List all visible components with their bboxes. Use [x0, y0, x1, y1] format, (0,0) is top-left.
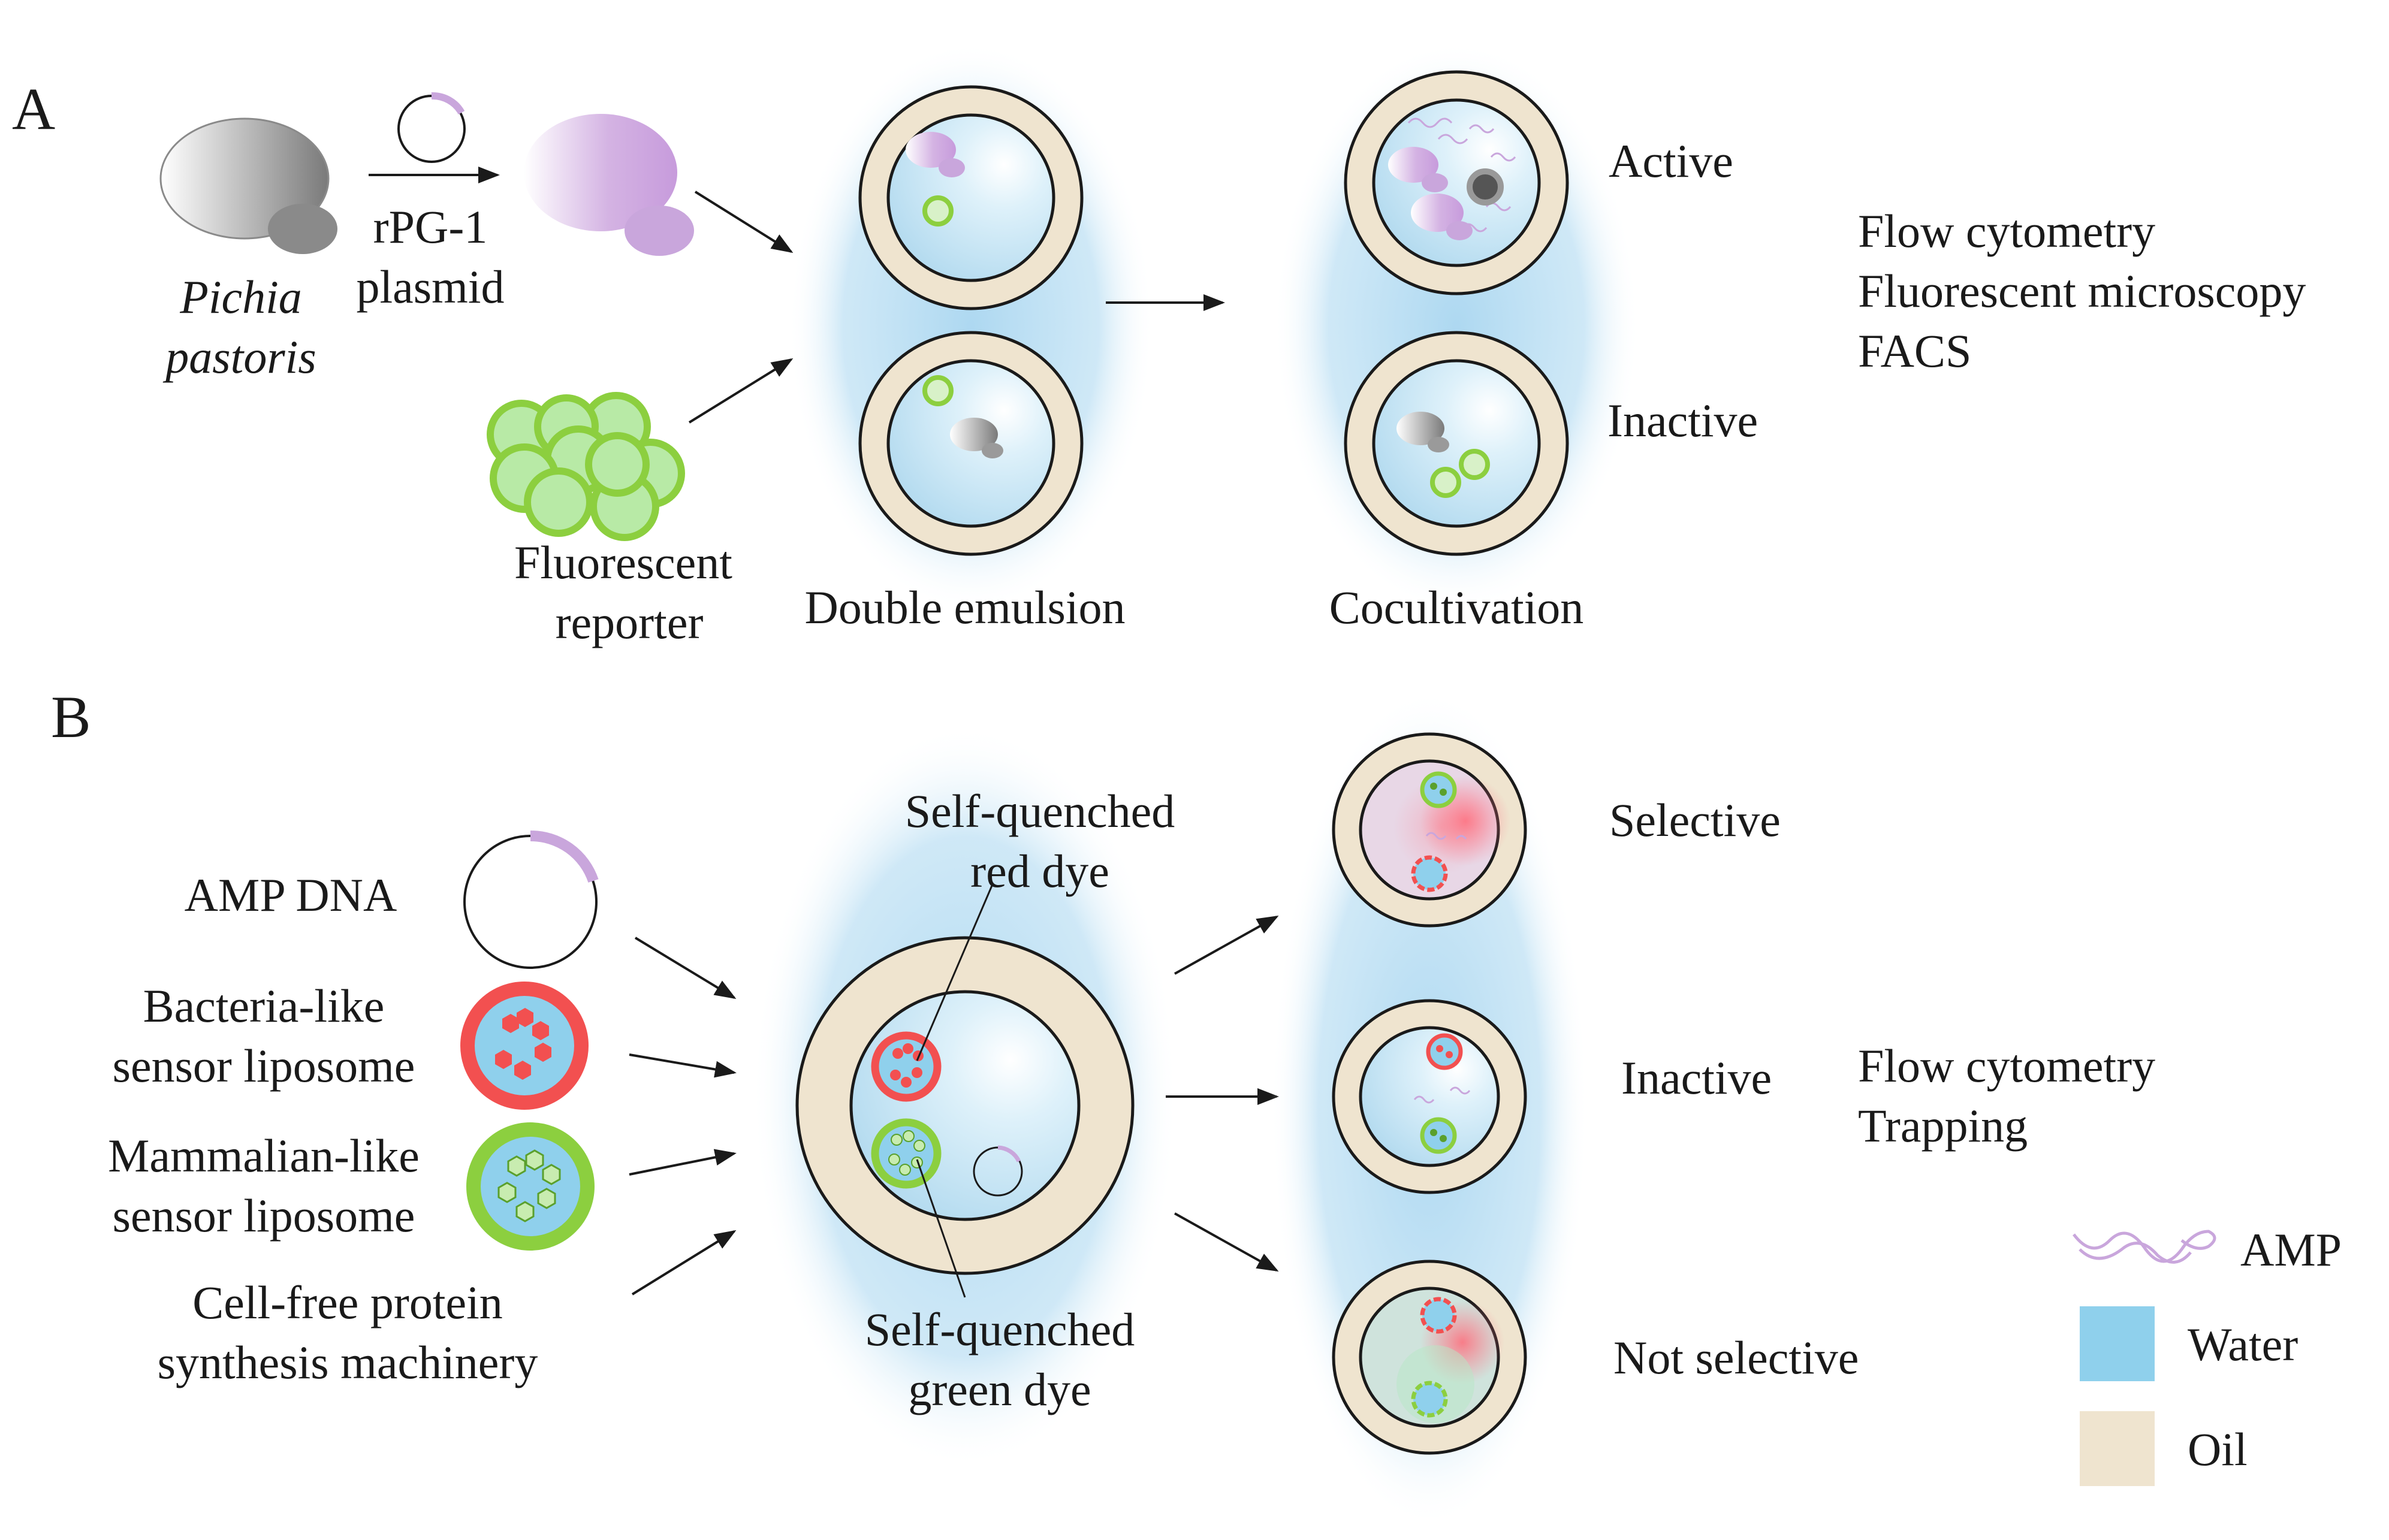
- selective-label: Selective: [1609, 794, 1781, 846]
- cell-free-label-line1: Cell-free protein: [192, 1276, 503, 1328]
- transformed-yeast-icon: [524, 114, 694, 256]
- mammalian-label-line1: Mammalian-like: [108, 1130, 420, 1182]
- red-dye-label-line1: Self-quenched: [905, 785, 1175, 837]
- legend-water-label: Water: [2188, 1318, 2298, 1370]
- arrow-reporter-to-emulsion: [688, 358, 794, 424]
- cocultivation-label: Cocultivation: [1329, 581, 1584, 633]
- central-double-emulsion-droplet: [795, 936, 1135, 1275]
- legend: AMP Water Oil: [2073, 1224, 2342, 1486]
- arrow-to-not-selective: [1174, 1212, 1279, 1272]
- method-b-2: Trapping: [1858, 1100, 2028, 1152]
- bacteria-liposome-icon: [460, 982, 589, 1110]
- arrow-bacteria-in: [629, 1053, 737, 1078]
- plasmid-label-line1: rPG-1: [373, 201, 488, 253]
- bacteria-label-line2: sensor liposome: [113, 1040, 415, 1092]
- red-dye-pointer: [916, 885, 993, 1061]
- active-label: Active: [1609, 135, 1733, 187]
- green-dye-label-line2: green dye: [908, 1363, 1091, 1415]
- not-selective-droplet: [1332, 1260, 1527, 1455]
- method-a-1: Flow cytometry: [1858, 205, 2155, 257]
- pichia-yeast-icon: [159, 117, 337, 254]
- inactive-label-b: Inactive: [1621, 1052, 1772, 1104]
- mammalian-label-line2: sensor liposome: [113, 1189, 415, 1242]
- inactive-label-a: Inactive: [1607, 394, 1758, 446]
- arrow-amp-dna-in: [634, 937, 737, 1000]
- inactive-droplet-b: [1332, 999, 1527, 1194]
- legend-oil-label: Oil: [2188, 1423, 2248, 1475]
- plasmid-icon: [397, 92, 466, 163]
- red-dye-label-line2: red dye: [970, 845, 1109, 897]
- legend-amp-label: AMP: [2240, 1224, 2342, 1276]
- arrow-cell-free-in: [631, 1230, 737, 1296]
- cell-free-label-line2: synthesis machinery: [158, 1336, 538, 1388]
- selective-droplet: [1332, 732, 1527, 928]
- method-b-1: Flow cytometry: [1858, 1040, 2155, 1092]
- amp-legend-icon: [2073, 1230, 2216, 1264]
- panel-a-letter: A: [12, 76, 55, 142]
- method-a-3: FACS: [1858, 325, 1971, 377]
- organism-label-line1: Pichia: [179, 271, 302, 323]
- arrow-to-selective: [1174, 916, 1279, 975]
- amp-dna-label: AMP DNA: [185, 869, 397, 921]
- arrow-mammalian-in: [629, 1149, 737, 1176]
- plasmid-label-line2: plasmid: [357, 261, 505, 313]
- method-a-2: Fluorescent microscopy: [1858, 265, 2306, 317]
- double-emulsion-droplet-bottom: [858, 331, 1084, 556]
- bacteria-label-line1: Bacteria-like: [143, 980, 385, 1032]
- reporter-label-line2: reporter: [556, 596, 704, 648]
- cocultivation-active-droplet: [1344, 70, 1569, 295]
- panel-b-letter: B: [51, 684, 91, 750]
- oil-legend-swatch: [2080, 1411, 2155, 1486]
- organism-label-line2: pastoris: [162, 331, 316, 383]
- fluorescent-reporter-icon: [487, 392, 685, 541]
- reporter-label-line1: Fluorescent: [514, 536, 732, 588]
- mammalian-liposome-icon: [466, 1122, 595, 1251]
- green-dye-pointer: [916, 1159, 966, 1298]
- arrow-yeast-to-emulsion: [694, 191, 794, 253]
- double-emulsion-label: Double emulsion: [804, 581, 1125, 633]
- amp-dna-plasmid-icon: [463, 830, 599, 969]
- green-dye-label-line1: Self-quenched: [865, 1303, 1135, 1355]
- water-legend-swatch: [2080, 1306, 2155, 1381]
- not-selective-label: Not selective: [1613, 1331, 1859, 1384]
- double-emulsion-droplet-top: [858, 85, 1084, 310]
- cocultivation-inactive-droplet: [1344, 331, 1569, 556]
